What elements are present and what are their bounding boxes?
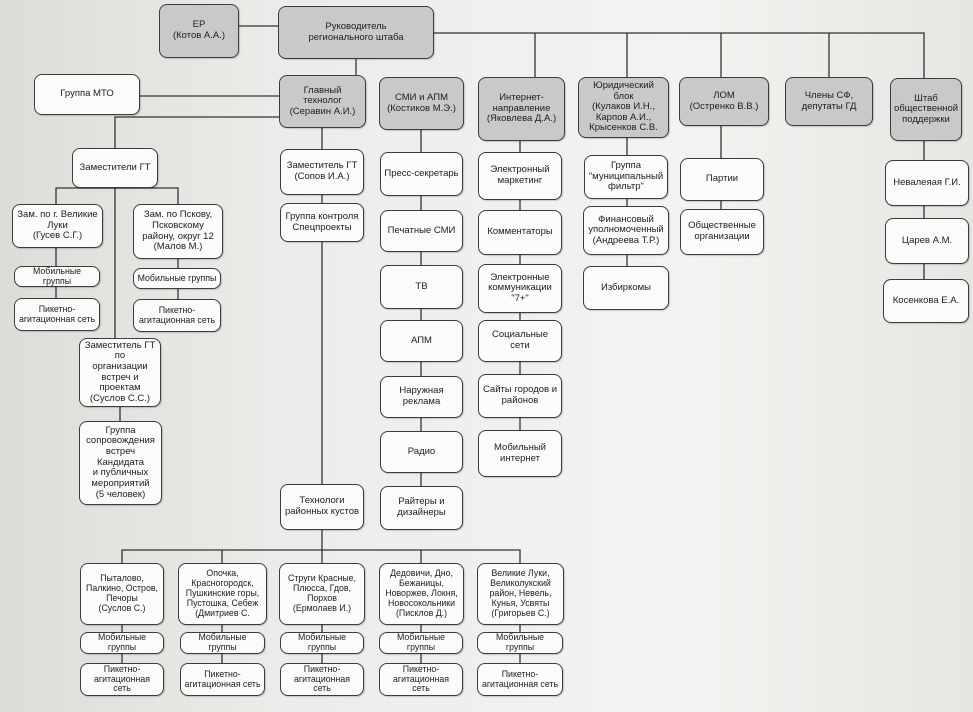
deputy-gt-sopov-box: Заместитель ГТ (Сопов И.А.) [280, 149, 364, 195]
cluster-4-mobile-box: Мобильные группы [379, 632, 463, 654]
tsarev-box: Царев А.М. [885, 218, 969, 264]
special-projects-group-box: Группа контроля Спецпроекты [280, 203, 364, 242]
press-secretary-box: Пресс-секретарь [380, 152, 463, 196]
parties-box: Партии [680, 158, 764, 201]
sf-deputies-box: Члены СФ, депутаты ГД [785, 77, 873, 126]
commentators-box: Комментаторы [478, 210, 562, 255]
cluster-5-mobile-box: Мобильные группы [477, 632, 563, 654]
er-box: ЕР (Котов А.А.) [159, 4, 239, 58]
deputy-pskov-box: Зам. по Пскову, Псковскому району, округ… [133, 204, 223, 259]
cluster-1-picket-box: Пикетно- агитационная сеть [80, 663, 164, 696]
cluster-2-box: Опочка, Красногородск, Пушкинские горы, … [178, 563, 267, 625]
chief-technologist-box: Главный технолог (Серавин А.И.) [279, 75, 366, 128]
kosenkova-box: Косенкова Е.А. [883, 279, 969, 323]
deputies-gt-box: Заместители ГТ [72, 148, 158, 188]
financial-officer-box: Финансовый уполномоченный (Андреева Т.Р.… [583, 206, 669, 255]
cluster-2-mobile-box: Мобильные группы [180, 632, 265, 654]
outdoor-ads-box: Наружная реклама [380, 376, 463, 418]
social-networks-box: Социальные сети [478, 320, 562, 362]
cluster-4-picket-box: Пикетно- агитационная сеть [379, 663, 463, 696]
print-media-box: Печатные СМИ [380, 210, 463, 252]
cluster-4-box: Дедовичи, Дно, Бежаницы, Новоржев, Локня… [379, 563, 464, 625]
district-technologists-box: Технологи районных кустов [280, 484, 364, 530]
cluster-3-box: Струги Красные, Плюсса, Гдов, Порхов (Ер… [279, 563, 365, 625]
e-marketing-box: Электронный маркетинг [478, 152, 562, 200]
cluster-1-mobile-box: Мобильные группы [80, 632, 164, 654]
radio-box: Радио [380, 431, 463, 473]
public-orgs-box: Общественные организации [680, 209, 764, 255]
picket-network-psk-box: Пикетно- агитационная сеть [133, 299, 221, 332]
city-sites-box: Сайты городов и районов [478, 374, 562, 418]
cluster-5-picket-box: Пикетно- агитационная сеть [477, 663, 563, 696]
writers-designers-box: Райтеры и дизайнеры [380, 486, 463, 530]
cluster-2-picket-box: Пикетно- агитационная сеть [180, 663, 265, 696]
internet-direction-box: Интернет- направление (Яковлева Д.А.) [478, 77, 565, 141]
e-communications-box: Электронные коммуникации "7+" [478, 264, 562, 313]
apm-box: АПМ [380, 320, 463, 362]
deputy-velikie-luki-box: Зам. по г. Великие Луки (Гусев С.Г.) [12, 204, 103, 248]
meeting-support-group-box: Группа сопровождения встреч Кандидата и … [79, 421, 162, 505]
public-support-hq-box: Штаб общественной поддержки [890, 78, 962, 141]
election-commissions-box: Избиркомы [583, 266, 669, 310]
municipal-filter-box: Группа "муниципальный фильтр" [584, 155, 668, 199]
mobile-groups-vl-box: Мобильные группы [14, 266, 100, 287]
picket-network-vl-box: Пикетно- агитационная сеть [14, 298, 100, 331]
mobile-internet-box: Мобильный интернет [478, 430, 562, 477]
nevaleyaya-box: Невалеяая Г.И. [885, 160, 969, 206]
regional-head-box: Руководитель регионального штаба [278, 6, 434, 59]
cluster-1-box: Пыталово, Палкино, Остров, Печоры (Сусло… [80, 563, 164, 625]
mto-group-box: Группа МТО [34, 74, 140, 115]
legal-block-box: Юридический блок (Кулаков И.Н., Карпов А… [578, 77, 669, 138]
cluster-3-mobile-box: Мобильные группы [280, 632, 364, 654]
cluster-3-picket-box: Пикетно- агитационная сеть [280, 663, 364, 696]
deputy-meetings-box: Заместитель ГТ по организации встреч и п… [79, 338, 161, 407]
mobile-groups-psk-box: Мобильные группы [133, 268, 221, 289]
media-apm-box: СМИ и АПМ (Костиков М.Э.) [379, 77, 464, 130]
cluster-5-box: Великие Луки, Великолукский район, Невел… [477, 563, 564, 625]
tv-box: ТВ [380, 265, 463, 309]
lom-box: ЛОМ (Остренко В.В.) [679, 77, 769, 126]
